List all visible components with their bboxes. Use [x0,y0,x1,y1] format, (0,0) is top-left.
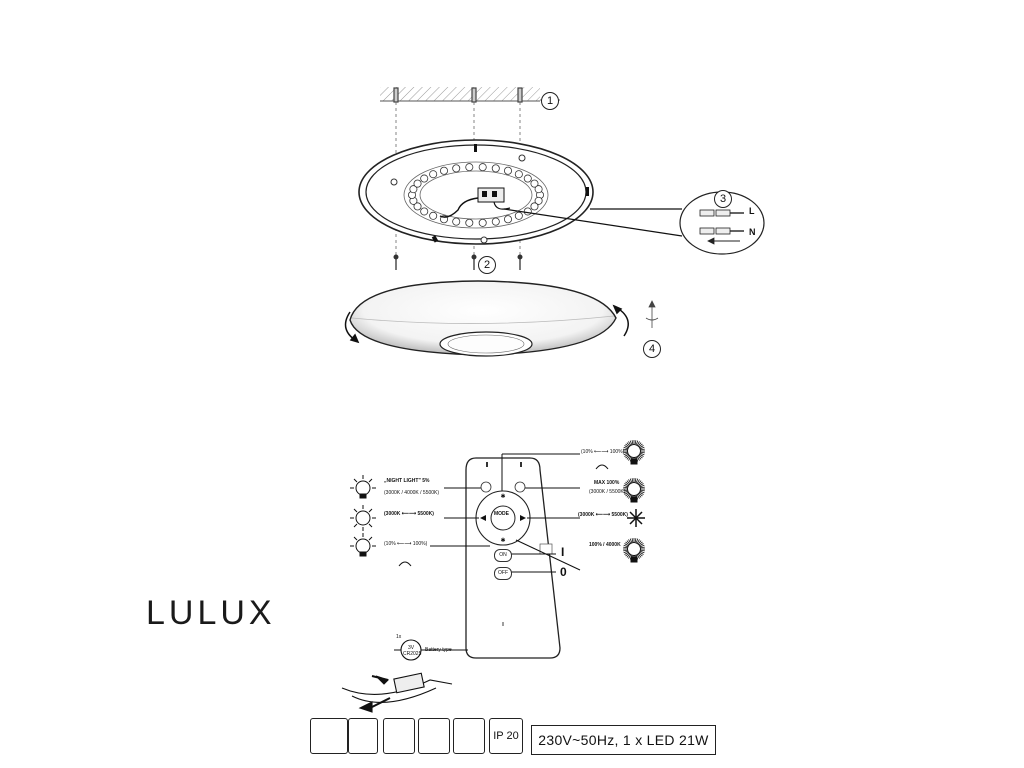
svg-text:✱: ✱ [500,537,505,544]
led-chip [452,164,461,173]
mounting-base [358,139,594,245]
battery-spec-label: 3V CR2025 [403,645,422,657]
electrical-spec: 230V~50Hz, 1 x LED 21W [531,725,716,755]
led-chip [534,185,543,194]
max-cct-label: (3000K / 5500K) [589,489,626,495]
ip-rating-badge: IP 20 [489,718,523,754]
led-chip [491,164,500,173]
on-symbol: I [561,545,565,559]
rotate-hint-icon [645,300,659,328]
live-wire-label: L [749,206,755,216]
led-chip [491,217,500,226]
rotate-arrows [344,304,629,344]
cct-left-label: (3000K ⟵⟶ 5500K) [384,511,434,517]
max-label: MAX 100% [594,480,620,486]
led-chip [523,207,532,216]
off-button[interactable]: OFF [494,567,512,580]
led-chip [429,211,438,220]
led-chip [420,174,429,183]
led-chip [478,163,487,172]
step-2-badge: 2 [478,256,496,274]
led-chip [514,170,523,179]
led-chip [452,217,461,226]
battery-type-label: Battery type [425,647,452,653]
cct-right-label: (3000K ⟵⟶ 5500K) [578,512,628,518]
led-chip [530,179,539,188]
class-ii-double-insulation-icon [383,718,415,754]
no-household-waste-icon [453,718,485,754]
led-chip [420,207,429,216]
led-chip [439,166,448,175]
step-4-badge: 4 [643,340,661,358]
led-chip [409,185,418,194]
night-light-label: „NIGHT LIGHT" 5% [384,478,430,484]
snowflake-icon [627,509,645,527]
svg-text:II: II [502,622,505,628]
bulb-icons-right [623,440,645,563]
lamp-diffuser [349,280,617,357]
step-3-badge: 3 [714,190,732,208]
bulb-icons-left [350,475,376,557]
remote-callouts [398,453,609,573]
battery-insertion-diagram [341,639,468,713]
wiring-callout-lines [503,208,683,237]
led-chip [465,163,474,172]
mounting-screws [393,254,523,270]
dim-left-label: (10% ⟵⟶ 100%) [384,541,428,547]
night-light-cct-label: (3000K / 4000K / 5500K) [384,490,440,496]
led-chip [503,215,512,224]
preset-label: 100% / 4000K [589,542,621,548]
step-1-badge: 1 [541,92,559,110]
neutral-wire-label: N [749,227,756,237]
led-chip [523,174,532,183]
off-symbol: 0 [560,565,567,579]
led-chip [413,202,422,211]
on-button[interactable]: ON [494,549,512,562]
led-chip [534,196,543,205]
no-insulation-cover-icon [310,718,348,754]
mode-button[interactable]: MODE [494,511,509,517]
led-chip [530,202,539,211]
brand-title: LULUX [146,594,276,632]
dim-top-label: (10% ⟵⟶ 100%) [581,449,625,455]
battery-count-label: 1x [396,634,402,640]
led-chip [465,218,474,227]
wiring-detail [699,209,744,245]
led-chip [429,170,438,179]
led-chip [503,166,512,175]
led-chip [478,218,487,227]
svg-text:✱: ✱ [500,493,505,500]
replaceable-light-source-icon [348,718,378,754]
remote-control: ✱ ✱ II [465,457,561,659]
ceiling-hatch [380,87,540,102]
led-chip [413,179,422,188]
led-not-replaceable-icon [418,718,450,754]
led-chip [514,211,523,220]
